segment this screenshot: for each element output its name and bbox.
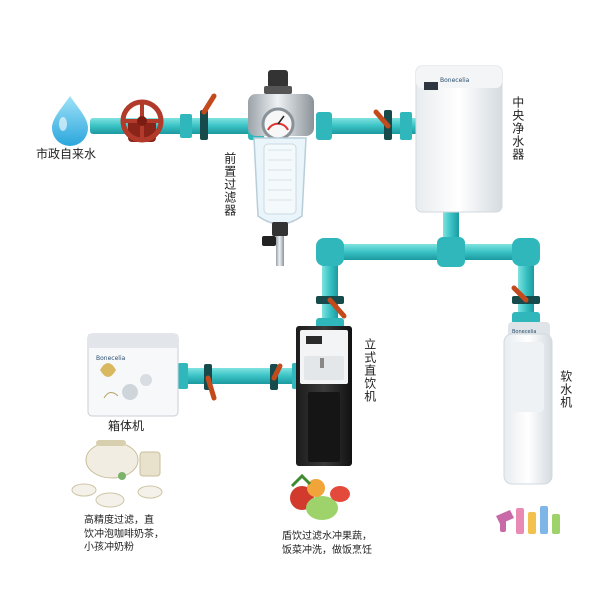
pre-filter bbox=[248, 70, 314, 266]
cabinet-purifier bbox=[87, 333, 179, 417]
label-standing-dispenser: 立式直饮机 bbox=[362, 338, 377, 403]
fruits-icon bbox=[290, 473, 350, 520]
cabinet-note-line2: 饮冲泡咖啡奶茶， bbox=[84, 528, 164, 540]
valve-handle-4 bbox=[511, 285, 540, 304]
label-softener: 软水机 bbox=[558, 370, 573, 409]
label-central-purifier: 中央净水器 bbox=[510, 96, 525, 161]
softener bbox=[503, 322, 553, 485]
cabinet-note-line1: 高精度过滤，直 bbox=[84, 515, 154, 526]
cabinet-note: 高精度过滤，直 饮冲泡咖啡奶茶， 小孩冲奶粉 bbox=[84, 514, 194, 555]
valve-handle-6 bbox=[270, 363, 283, 390]
valve-handle-1 bbox=[200, 93, 217, 140]
water-drop-icon bbox=[52, 96, 88, 146]
cosmetics-icon bbox=[496, 506, 560, 534]
pipe-distribution bbox=[322, 244, 534, 260]
dispenser-note-line2: 饭菜冲洗，做饭烹饪 bbox=[282, 544, 372, 556]
cabinet-note-line3: 小孩冲奶粉 bbox=[84, 542, 134, 553]
valve-handles bbox=[200, 93, 540, 401]
label-tap-water: 市政自来水 bbox=[36, 147, 97, 161]
label-cabinet-purifier: 箱体机 bbox=[108, 419, 145, 433]
central-purifier bbox=[415, 65, 503, 213]
dispenser-note: 盾饮过滤水冲果蔬， 饭菜冲洗，做饭烹饪 bbox=[282, 530, 392, 557]
pressure-gauge-icon bbox=[261, 107, 295, 141]
tea-set-icon bbox=[71, 440, 163, 508]
valve-handle-3 bbox=[316, 296, 347, 319]
dispenser-note-line1: 盾饮过滤水冲果蔬， bbox=[282, 531, 372, 542]
standing-dispenser bbox=[296, 326, 352, 466]
valve-handle-5 bbox=[204, 364, 217, 401]
pipe-to-cabinet bbox=[180, 368, 302, 384]
pipe-main-outlet bbox=[318, 118, 420, 134]
valve-wheel-icon bbox=[120, 99, 164, 143]
label-pre-filter: 前置过滤器 bbox=[222, 152, 237, 217]
softener-brand-badge: Bonecelia bbox=[512, 329, 537, 335]
purifier-brand-badge: Bonecelia bbox=[440, 77, 470, 84]
valve-handle-2 bbox=[373, 109, 392, 140]
pipe-main-inlet bbox=[90, 118, 260, 134]
cabinet-brand-badge: Bonecelia bbox=[96, 355, 126, 362]
